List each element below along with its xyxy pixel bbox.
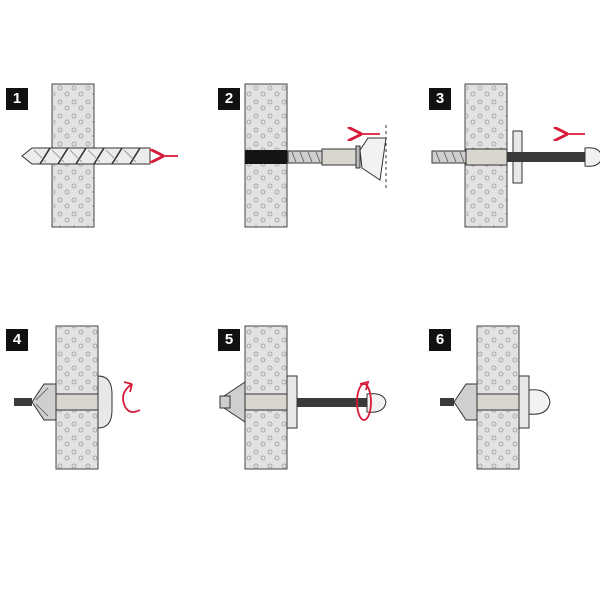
panel-step-5	[219, 325, 387, 470]
panel-step-1	[21, 83, 178, 228]
drill-bit	[21, 147, 151, 165]
fixture-plate	[97, 375, 113, 429]
setting-tool	[359, 125, 387, 190]
panel-step-6	[440, 325, 551, 470]
step-1-badge: 1	[6, 88, 28, 110]
fixture-plate	[518, 375, 530, 429]
panel-step-3	[431, 83, 600, 228]
anchor-expanded	[219, 381, 288, 423]
step-3-badge: 3	[429, 88, 451, 110]
panel-step-4	[14, 325, 141, 470]
panel-step-2	[244, 83, 387, 228]
rotate-clockwise-icon	[122, 381, 141, 413]
step-6-badge: 6	[429, 329, 451, 351]
step-2-badge: 2	[218, 88, 240, 110]
step-4-badge: 4	[6, 329, 28, 351]
step-5-badge: 5	[218, 329, 240, 351]
rotate-clockwise-icon	[356, 380, 372, 421]
screw	[297, 393, 387, 413]
drilled-hole	[245, 150, 287, 164]
anchor	[287, 145, 361, 169]
fixture-plate	[286, 375, 298, 429]
anchor	[431, 148, 508, 166]
screw	[507, 147, 600, 167]
screw-head	[528, 389, 551, 415]
anchor-expanded	[440, 383, 520, 421]
